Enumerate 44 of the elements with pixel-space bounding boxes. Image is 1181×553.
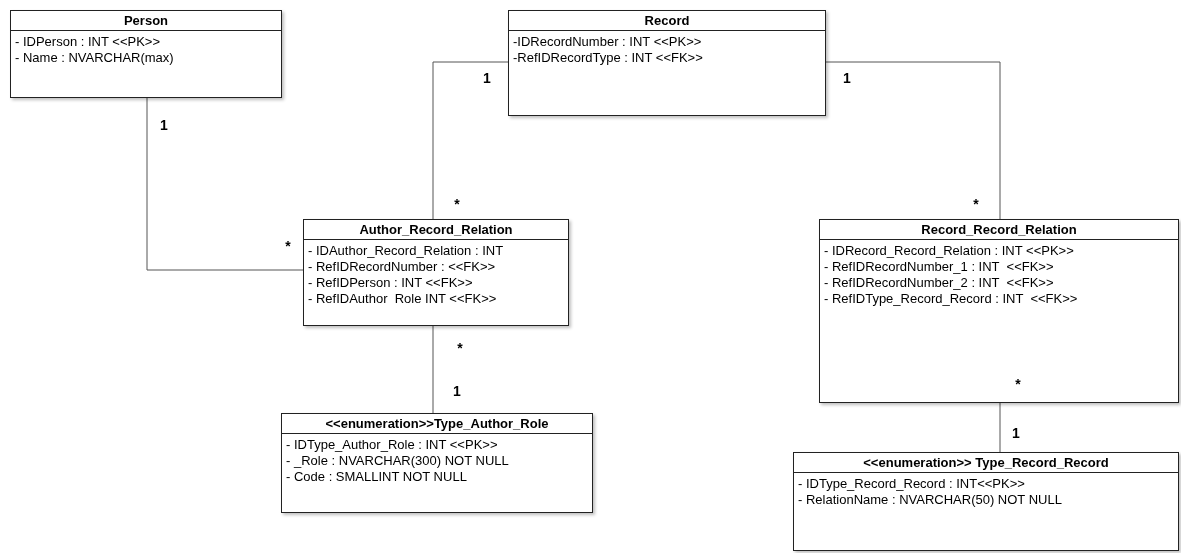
- attribute-text: - _Role : NVARCHAR(300) NOT NULL: [286, 453, 509, 469]
- association-line: [146, 97, 304, 271]
- multiplicity-label: 1: [843, 71, 851, 85]
- attribute-text: - IDType_Author_Role : INT <<PK>>: [286, 437, 498, 453]
- attribute-text: -RefIDRecordType : INT <<FK>>: [513, 50, 703, 66]
- class-name: Record: [644, 13, 690, 28]
- attribute-text: - RefIDPerson : INT <<FK>>: [308, 275, 473, 291]
- multiplicity-label: 1: [453, 384, 461, 398]
- multiplicity-label: *: [1015, 377, 1021, 391]
- attribute-text: - RefIDRecordNumber_1 : INT <<FK>>: [824, 259, 1054, 275]
- multiplicity-label: 1: [160, 118, 168, 132]
- attribute-text: - RefIDType_Record_Record : INT <<FK>>: [824, 291, 1078, 307]
- class-box: [819, 219, 1179, 403]
- association-line: [432, 61, 509, 220]
- class-box: [281, 413, 593, 513]
- multiplicity-label: *: [454, 197, 460, 211]
- class-name: <<enumeration>> Type_Record_Record: [863, 455, 1109, 470]
- attribute-text: - IDPerson : INT <<PK>>: [15, 34, 160, 50]
- attribute-text: - RefIDAuthor Role INT <<FK>>: [308, 291, 497, 307]
- association-line: [825, 61, 1001, 220]
- attribute-text: - RefIDRecordNumber : <<FK>>: [308, 259, 496, 275]
- multiplicity-label: 1: [1012, 426, 1020, 440]
- multiplicity-label: 1: [483, 71, 491, 85]
- attribute-text: -IDRecordNumber : INT <<PK>>: [513, 34, 702, 50]
- attribute-text: - RelationName : NVARCHAR(50) NOT NULL: [798, 492, 1062, 508]
- association-line: [432, 325, 434, 414]
- class-name: Person: [123, 13, 169, 28]
- multiplicity-label: *: [285, 239, 291, 253]
- class-box: [303, 219, 569, 326]
- multiplicity-label: *: [457, 341, 463, 355]
- class-box: [10, 10, 282, 98]
- attribute-text: - IDType_Record_Record : INT<<PK>>: [798, 476, 1025, 492]
- attribute-text: - Code : SMALLINT NOT NULL: [286, 469, 467, 485]
- attribute-text: - IDAuthor_Record_Relation : INT: [308, 243, 504, 259]
- class-box: [793, 452, 1179, 551]
- attribute-text: - RefIDRecordNumber_2 : INT <<FK>>: [824, 275, 1054, 291]
- association-line: [999, 402, 1001, 453]
- class-name: Record_Record_Relation: [921, 222, 1077, 237]
- attribute-text: - Name : NVARCHAR(max): [15, 50, 174, 66]
- class-box: [508, 10, 826, 116]
- class-name: <<enumeration>>Type_Author_Role: [325, 416, 549, 431]
- class-name: Author_Record_Relation: [359, 222, 513, 237]
- attribute-text: - IDRecord_Record_Relation : INT <<PK>>: [824, 243, 1074, 259]
- multiplicity-label: *: [973, 197, 979, 211]
